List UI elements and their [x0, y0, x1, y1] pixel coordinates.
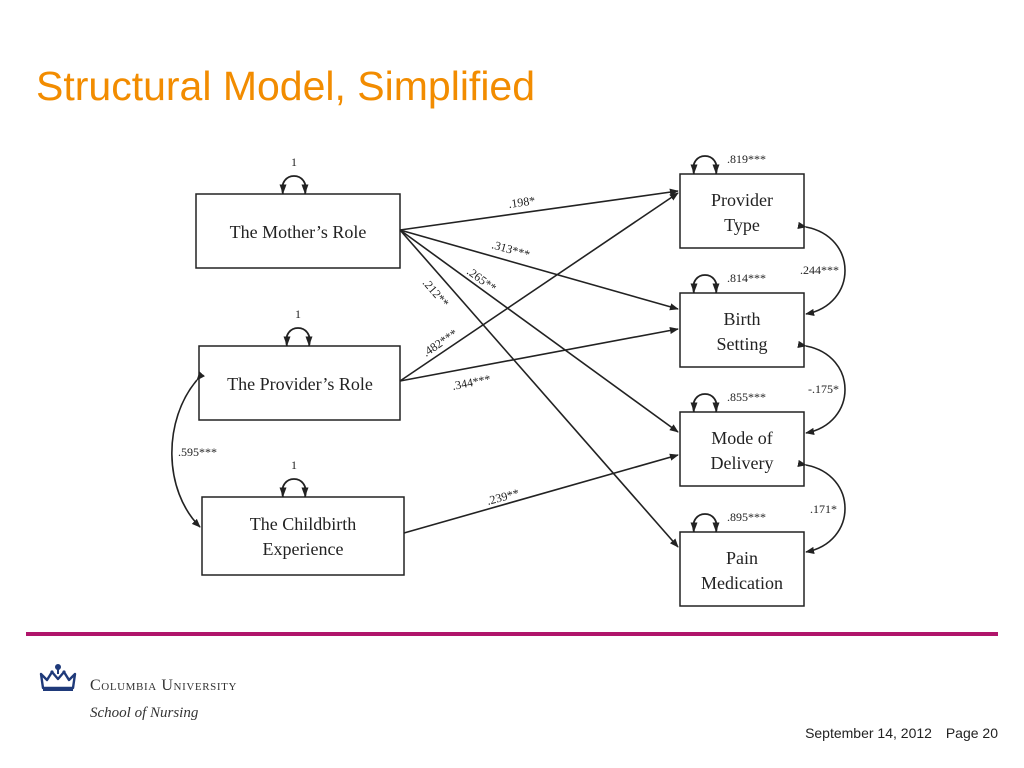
residual-label: .855*** — [727, 390, 766, 404]
residual-label: .895*** — [727, 510, 766, 524]
correlation-label: -.175* — [808, 382, 839, 396]
variance-loop-mothers-role: 1 — [279, 155, 309, 195]
correlation-label: .595*** — [178, 445, 217, 459]
path-providers-role-to-provider-type: .482*** — [399, 192, 679, 382]
box-label: Birth — [723, 309, 760, 329]
variance-label: 1 — [295, 307, 301, 321]
box-childbirth-experience: The Childbirth Experience — [201, 496, 405, 576]
residual-label: .819*** — [727, 152, 766, 166]
box-label: Pain — [726, 548, 758, 568]
correlation-providers-role-childbirth-experience: .595*** — [171, 371, 217, 528]
box-label: The Childbirth — [250, 514, 357, 534]
path-coef-label: .212** — [420, 276, 452, 310]
path-childbirth-experience-to-mode-of-delivery: .239** — [403, 453, 679, 534]
box-pain-medication: Pain Medication — [679, 531, 805, 607]
residual-loop-mode-of-delivery: .855*** — [690, 390, 766, 413]
variance-loop-providers-role: 1 — [283, 307, 313, 347]
box-mode-of-delivery: Mode of Delivery — [679, 411, 805, 487]
path-mothers-role-to-provider-type: .198* — [399, 188, 679, 231]
slide-footer: September 14, 2012 Page 20 — [805, 725, 998, 741]
variance-label: 1 — [291, 155, 297, 169]
footer-divider — [26, 632, 998, 636]
residual-label: .814*** — [727, 271, 766, 285]
box-label: Medication — [701, 573, 783, 593]
box-birth-setting: Birth Setting — [679, 292, 805, 368]
residual-loop-birth-setting: .814*** — [690, 271, 766, 294]
box-mothers-role: The Mother’s Role — [195, 193, 401, 269]
slide-title: Structural Model, Simplified — [36, 63, 536, 109]
path-mothers-role-to-pain-medication: .212** — [399, 229, 679, 548]
path-coef-label: .344*** — [451, 372, 492, 393]
box-label: Type — [724, 215, 760, 235]
columbia-crown-logo-icon — [39, 664, 77, 691]
residual-loop-pain-medication: .895*** — [690, 510, 766, 533]
variance-label: 1 — [291, 458, 297, 472]
correlation-provider-type-birth-setting: .244*** — [797, 221, 846, 316]
box-label: Experience — [263, 539, 344, 559]
footer-date: September 14, 2012 — [805, 725, 932, 741]
correlation-mode-of-delivery-pain-medication: .171* — [797, 459, 846, 554]
path-coef-label: .198* — [507, 193, 536, 211]
variance-loop-childbirth-experience: 1 — [279, 458, 309, 498]
correlation-label: .171* — [810, 502, 837, 516]
school-name: School of Nursing — [90, 705, 199, 721]
correlation-birth-setting-mode-of-delivery: -.175* — [797, 340, 846, 435]
path-mothers-role-to-mode-of-delivery: .265** — [399, 229, 679, 433]
correlation-label: .244*** — [800, 263, 839, 277]
box-providers-role: The Provider’s Role — [198, 345, 401, 421]
box-label: Setting — [716, 334, 767, 354]
box-label: Provider — [711, 190, 773, 210]
footer-page-number: Page 20 — [945, 725, 998, 741]
box-label: The Provider’s Role — [227, 374, 373, 394]
structural-model-diagram: The Mother’s Role The Provider’s Role Th… — [171, 152, 846, 607]
university-name: Columbia University — [90, 677, 238, 694]
residual-loop-provider-type: .819*** — [690, 152, 766, 175]
box-label: The Mother’s Role — [230, 222, 367, 242]
box-label: Delivery — [711, 453, 774, 473]
box-provider-type: Provider Type — [679, 173, 805, 249]
box-label: Mode of — [711, 428, 773, 448]
